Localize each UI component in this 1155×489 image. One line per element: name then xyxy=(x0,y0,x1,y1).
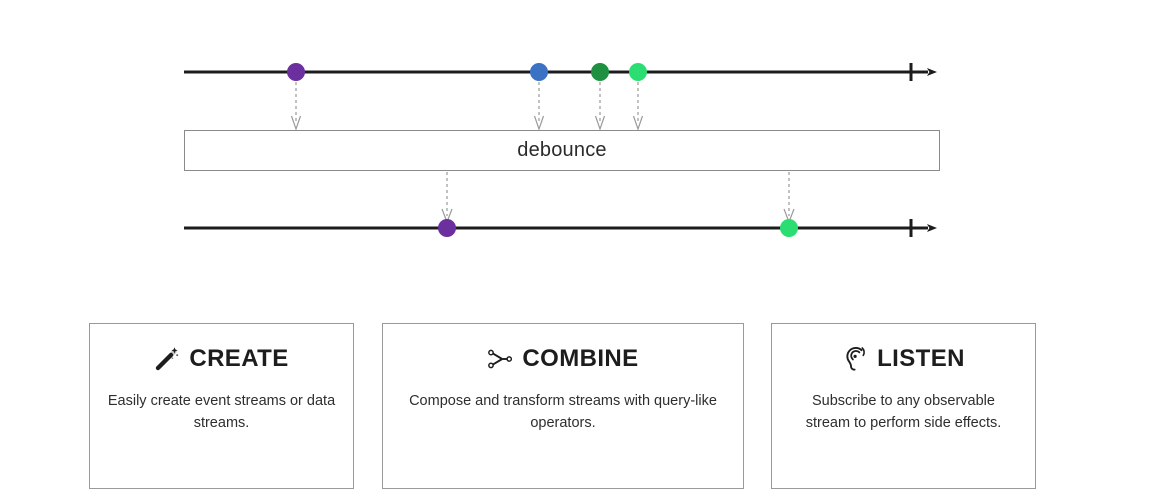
connector-out-bright-green xyxy=(783,172,795,224)
marble-diagram: debounce xyxy=(184,63,940,237)
output-dot-bright-green[interactable] xyxy=(780,219,798,237)
card-header: CREATE xyxy=(90,342,353,376)
card-description: Easily create event streams or data stre… xyxy=(107,393,336,432)
magic-wand-icon xyxy=(154,346,180,372)
connector-arrowhead xyxy=(632,115,644,131)
output-event-dots xyxy=(438,219,798,237)
event-dot-purple[interactable] xyxy=(287,63,305,81)
source-event-dots xyxy=(287,63,647,81)
operator-to-output-connectors xyxy=(441,172,795,224)
card-header: COMBINE xyxy=(383,342,743,376)
card-title: CREATE xyxy=(189,345,289,372)
connector-blue xyxy=(533,82,545,131)
merge-nodes-icon xyxy=(487,346,513,372)
card-description: Subscribe to any observable stream to pe… xyxy=(805,393,1002,432)
source-timeline xyxy=(184,63,937,81)
card-description: Compose and transform streams with query… xyxy=(409,393,717,432)
source-to-operator-connectors xyxy=(290,82,644,131)
feature-card-create[interactable]: CREATE Easily create event streams or da… xyxy=(89,323,354,489)
feature-card-combine[interactable]: COMBINE Compose and transform streams wi… xyxy=(382,323,744,489)
operator-box[interactable]: debounce xyxy=(184,130,940,171)
connector-arrowhead xyxy=(594,115,606,131)
card-title: LISTEN xyxy=(877,345,965,372)
connector-bright-green xyxy=(632,82,644,131)
event-dot-dark-green[interactable] xyxy=(591,63,609,81)
card-title: COMBINE xyxy=(522,345,639,372)
output-dot-purple[interactable] xyxy=(438,219,456,237)
connector-purple xyxy=(290,82,302,131)
ear-icon xyxy=(842,346,868,372)
connector-out-purple xyxy=(441,172,453,224)
operator-label: debounce xyxy=(517,139,607,161)
event-dot-bright-green[interactable] xyxy=(629,63,647,81)
connector-dark-green xyxy=(594,82,606,131)
feature-card-listen[interactable]: LISTEN Subscribe to any observable strea… xyxy=(771,323,1036,489)
connector-arrowhead xyxy=(533,115,545,131)
feature-cards: CREATE Easily create event streams or da… xyxy=(0,323,1155,489)
output-timeline xyxy=(184,219,937,237)
connector-arrowhead xyxy=(290,115,302,131)
marble-diagram-svg xyxy=(184,63,937,237)
event-dot-blue[interactable] xyxy=(530,63,548,81)
card-header: LISTEN xyxy=(772,342,1035,376)
